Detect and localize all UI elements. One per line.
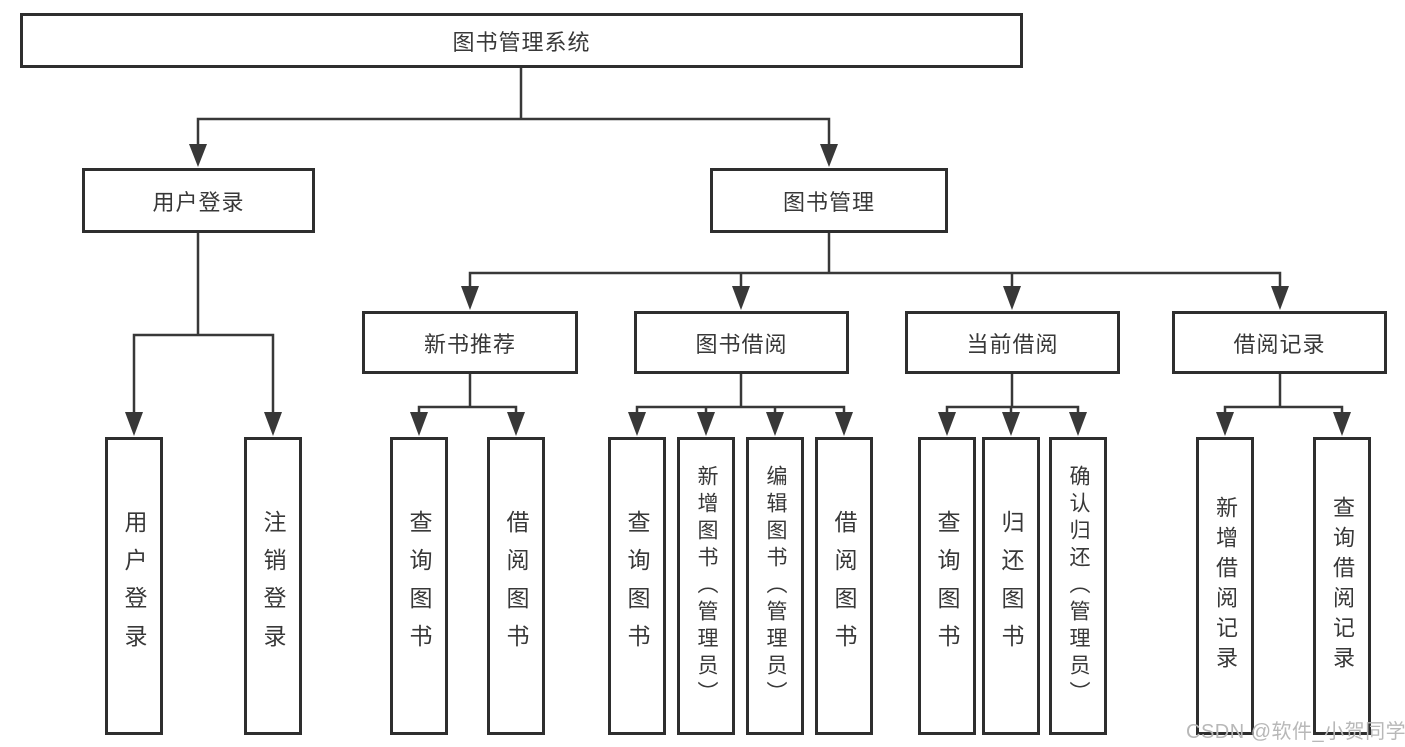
- node-current-borrowing: 当前借阅: [905, 311, 1120, 374]
- node-borrowing-records-label: 借阅记录: [1233, 331, 1326, 357]
- node-current-borrowing-label: 当前借阅: [966, 331, 1059, 357]
- node-new-book-recommend-label: 新书推荐: [423, 331, 516, 357]
- leaf-edit-book-admin: 编辑图书（管理员）: [746, 437, 804, 735]
- node-root: 图书管理系统: [20, 13, 1023, 68]
- leaf-confirm-return-admin: 确认归还（管理员）: [1049, 437, 1107, 735]
- node-book-borrowing: 图书借阅: [634, 311, 849, 374]
- node-book-borrowing-label: 图书借阅: [695, 331, 788, 357]
- node-new-book-recommend: 新书推荐: [362, 311, 578, 374]
- leaf-add-borrow-record: 新增借阅记录: [1196, 437, 1254, 735]
- node-book-management-label: 图书管理: [782, 189, 875, 215]
- leaf-query-book-current: 查询图书: [918, 437, 976, 735]
- node-user-login: 用户登录: [82, 168, 315, 233]
- leaf-borrow-book: 借阅图书: [815, 437, 873, 735]
- leaf-borrow-book-recommend: 借阅图书: [487, 437, 545, 735]
- node-root-label: 图书管理系统: [452, 29, 591, 55]
- leaf-return-book: 归还图书: [982, 437, 1040, 735]
- leaf-query-borrow-record: 查询借阅记录: [1313, 437, 1371, 735]
- leaf-logout: 注销登录: [244, 437, 302, 735]
- leaf-query-book-recommend: 查询图书: [390, 437, 448, 735]
- node-borrowing-records: 借阅记录: [1172, 311, 1387, 374]
- leaf-user-login: 用户登录: [105, 437, 163, 735]
- node-user-login-label: 用户登录: [152, 189, 245, 215]
- watermark: CSDN @软件_小贺同学: [1186, 721, 1405, 743]
- leaf-add-book-admin: 新增图书（管理员）: [677, 437, 735, 735]
- node-book-management: 图书管理: [710, 168, 948, 233]
- leaf-query-book-borrowing: 查询图书: [608, 437, 666, 735]
